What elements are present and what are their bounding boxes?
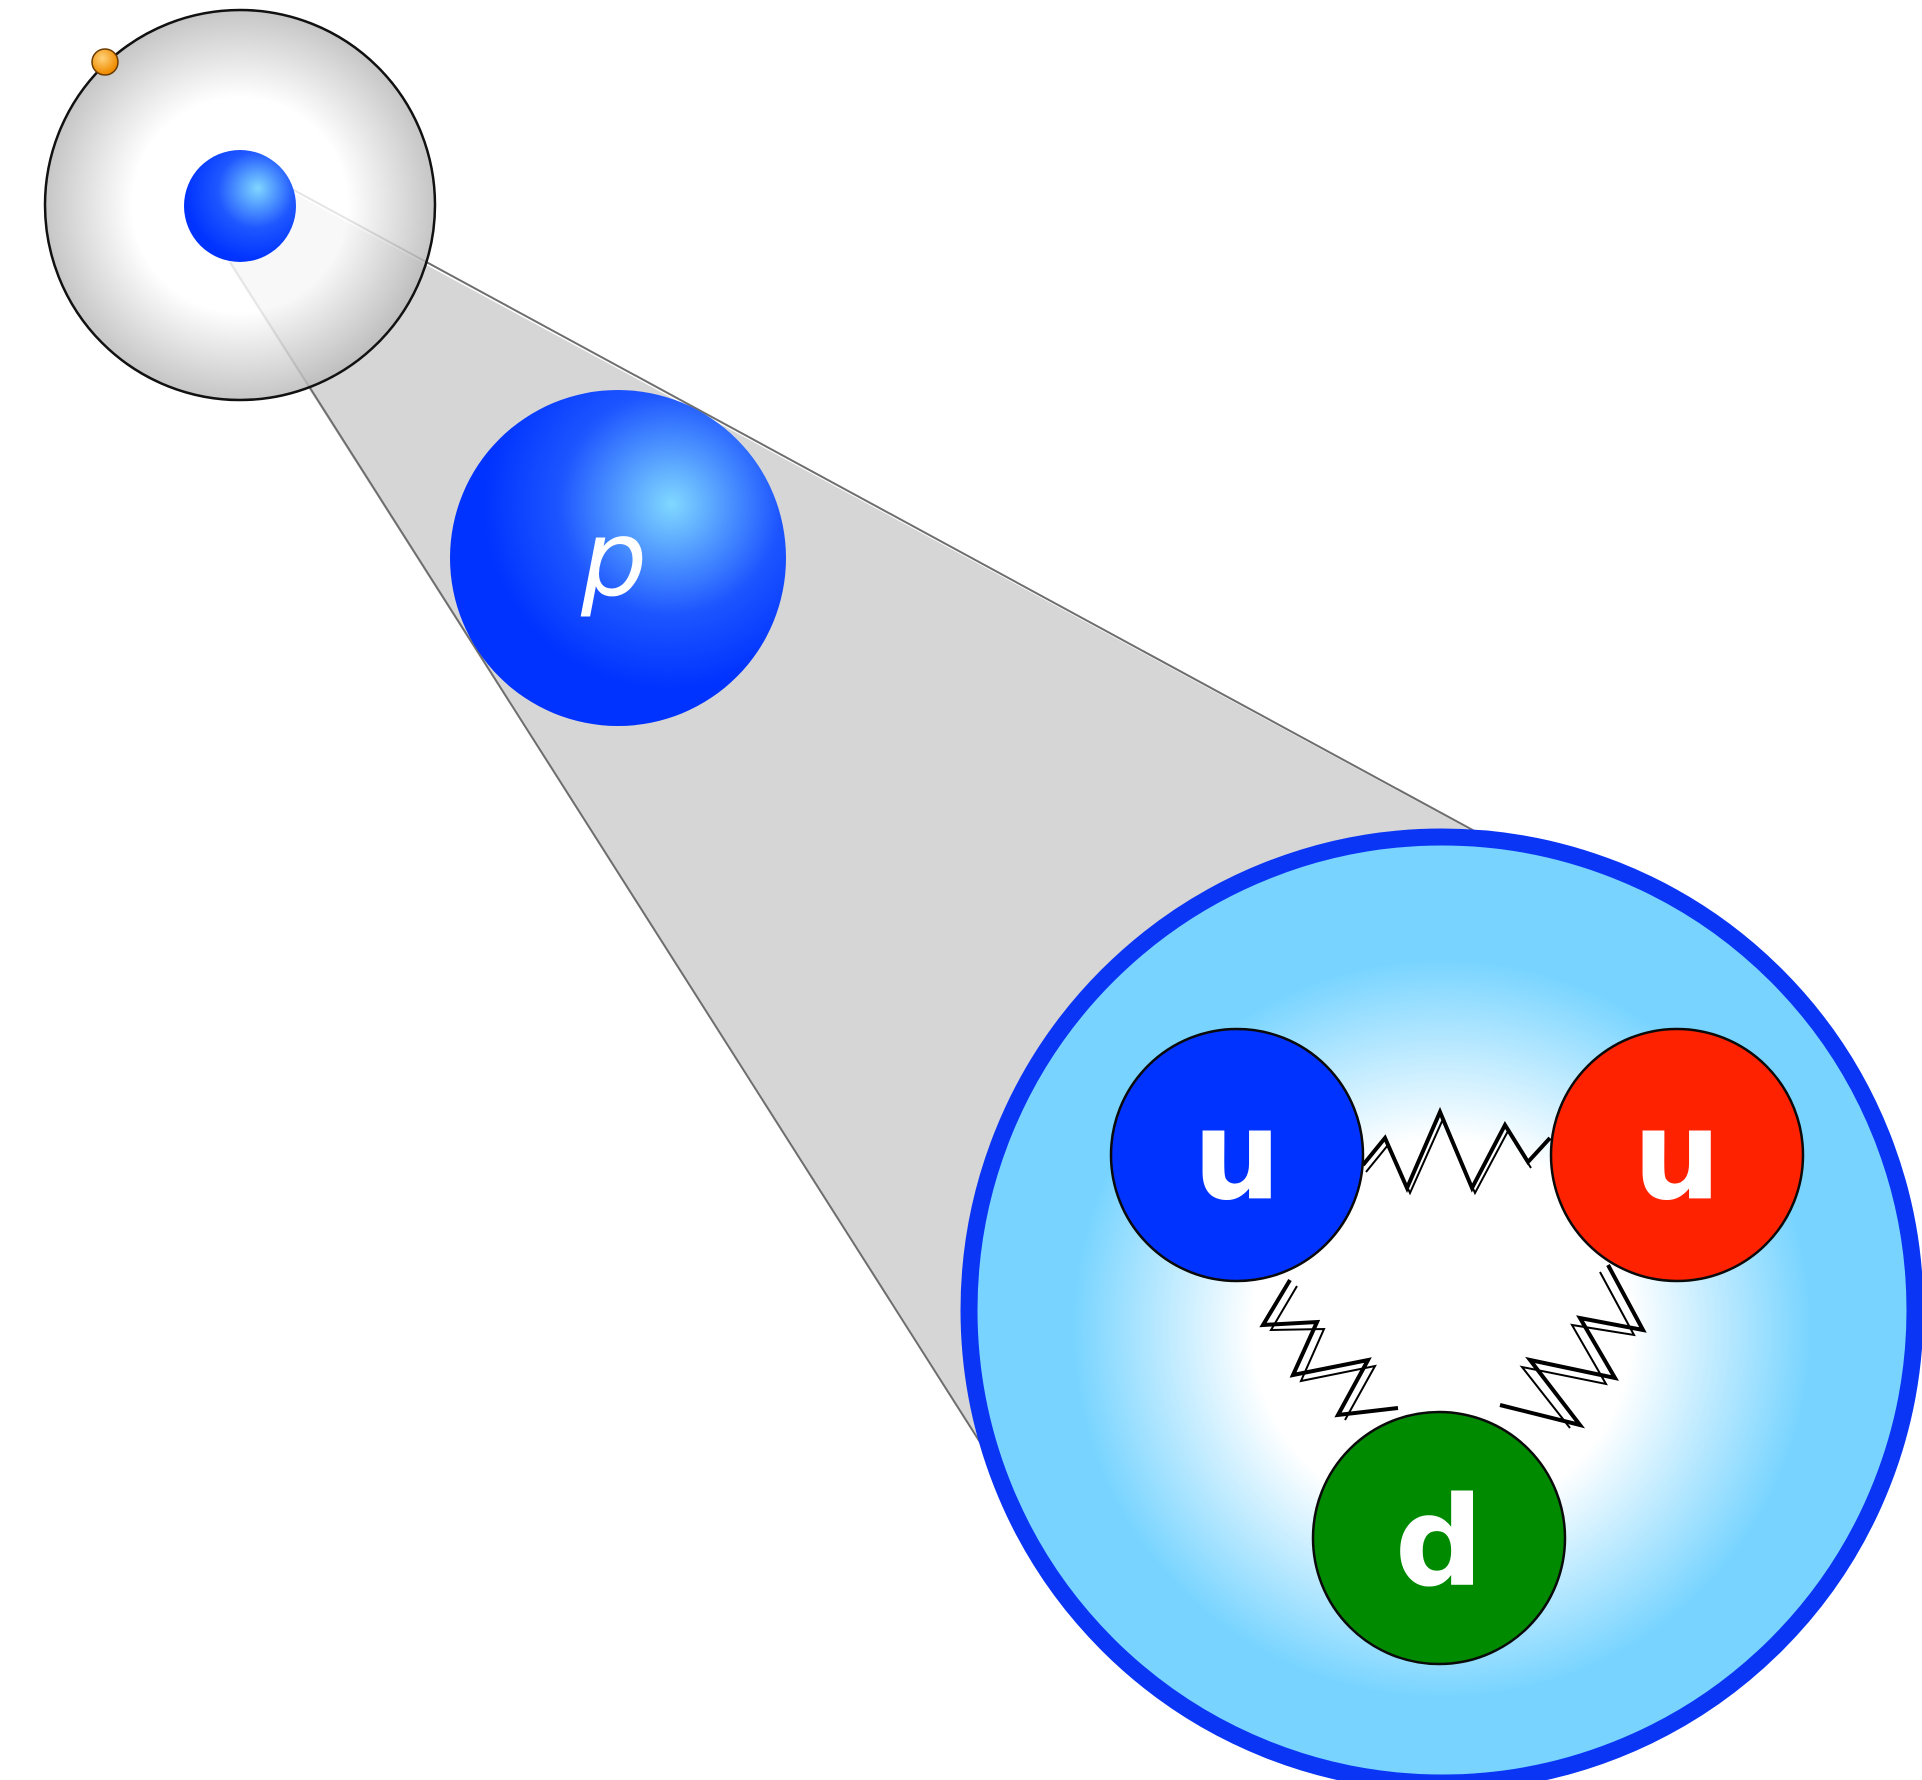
quark-down-green-label: d	[1395, 1471, 1484, 1615]
zoom-cone-edge-upper	[289, 187, 1481, 835]
quark-up-red-label: u	[1633, 1084, 1721, 1228]
nucleus	[184, 150, 296, 262]
proton-sphere	[450, 390, 786, 726]
electron	[91, 48, 119, 76]
quark-down-green: d	[1311, 1410, 1567, 1666]
gluon-springs	[1259, 1106, 1647, 1429]
quark-up-blue-circle	[1109, 1027, 1365, 1283]
quark-up-blue: u	[1109, 1027, 1365, 1283]
gluon-right-shadow	[1519, 1271, 1636, 1429]
gluon-right	[1499, 1264, 1647, 1429]
gluon-top-shadow	[1365, 1116, 1532, 1196]
quark-up-red: u	[1549, 1027, 1805, 1283]
zoom-cone-edge-lower	[229, 261, 986, 1451]
proton-label: p	[580, 498, 647, 620]
quark-down-green-circle	[1311, 1410, 1567, 1666]
gluon-left	[1259, 1278, 1399, 1418]
quark-up-red-circle	[1549, 1027, 1805, 1283]
quark-up-blue-label: u	[1193, 1084, 1281, 1228]
gluon-left-shadow	[1269, 1285, 1377, 1421]
